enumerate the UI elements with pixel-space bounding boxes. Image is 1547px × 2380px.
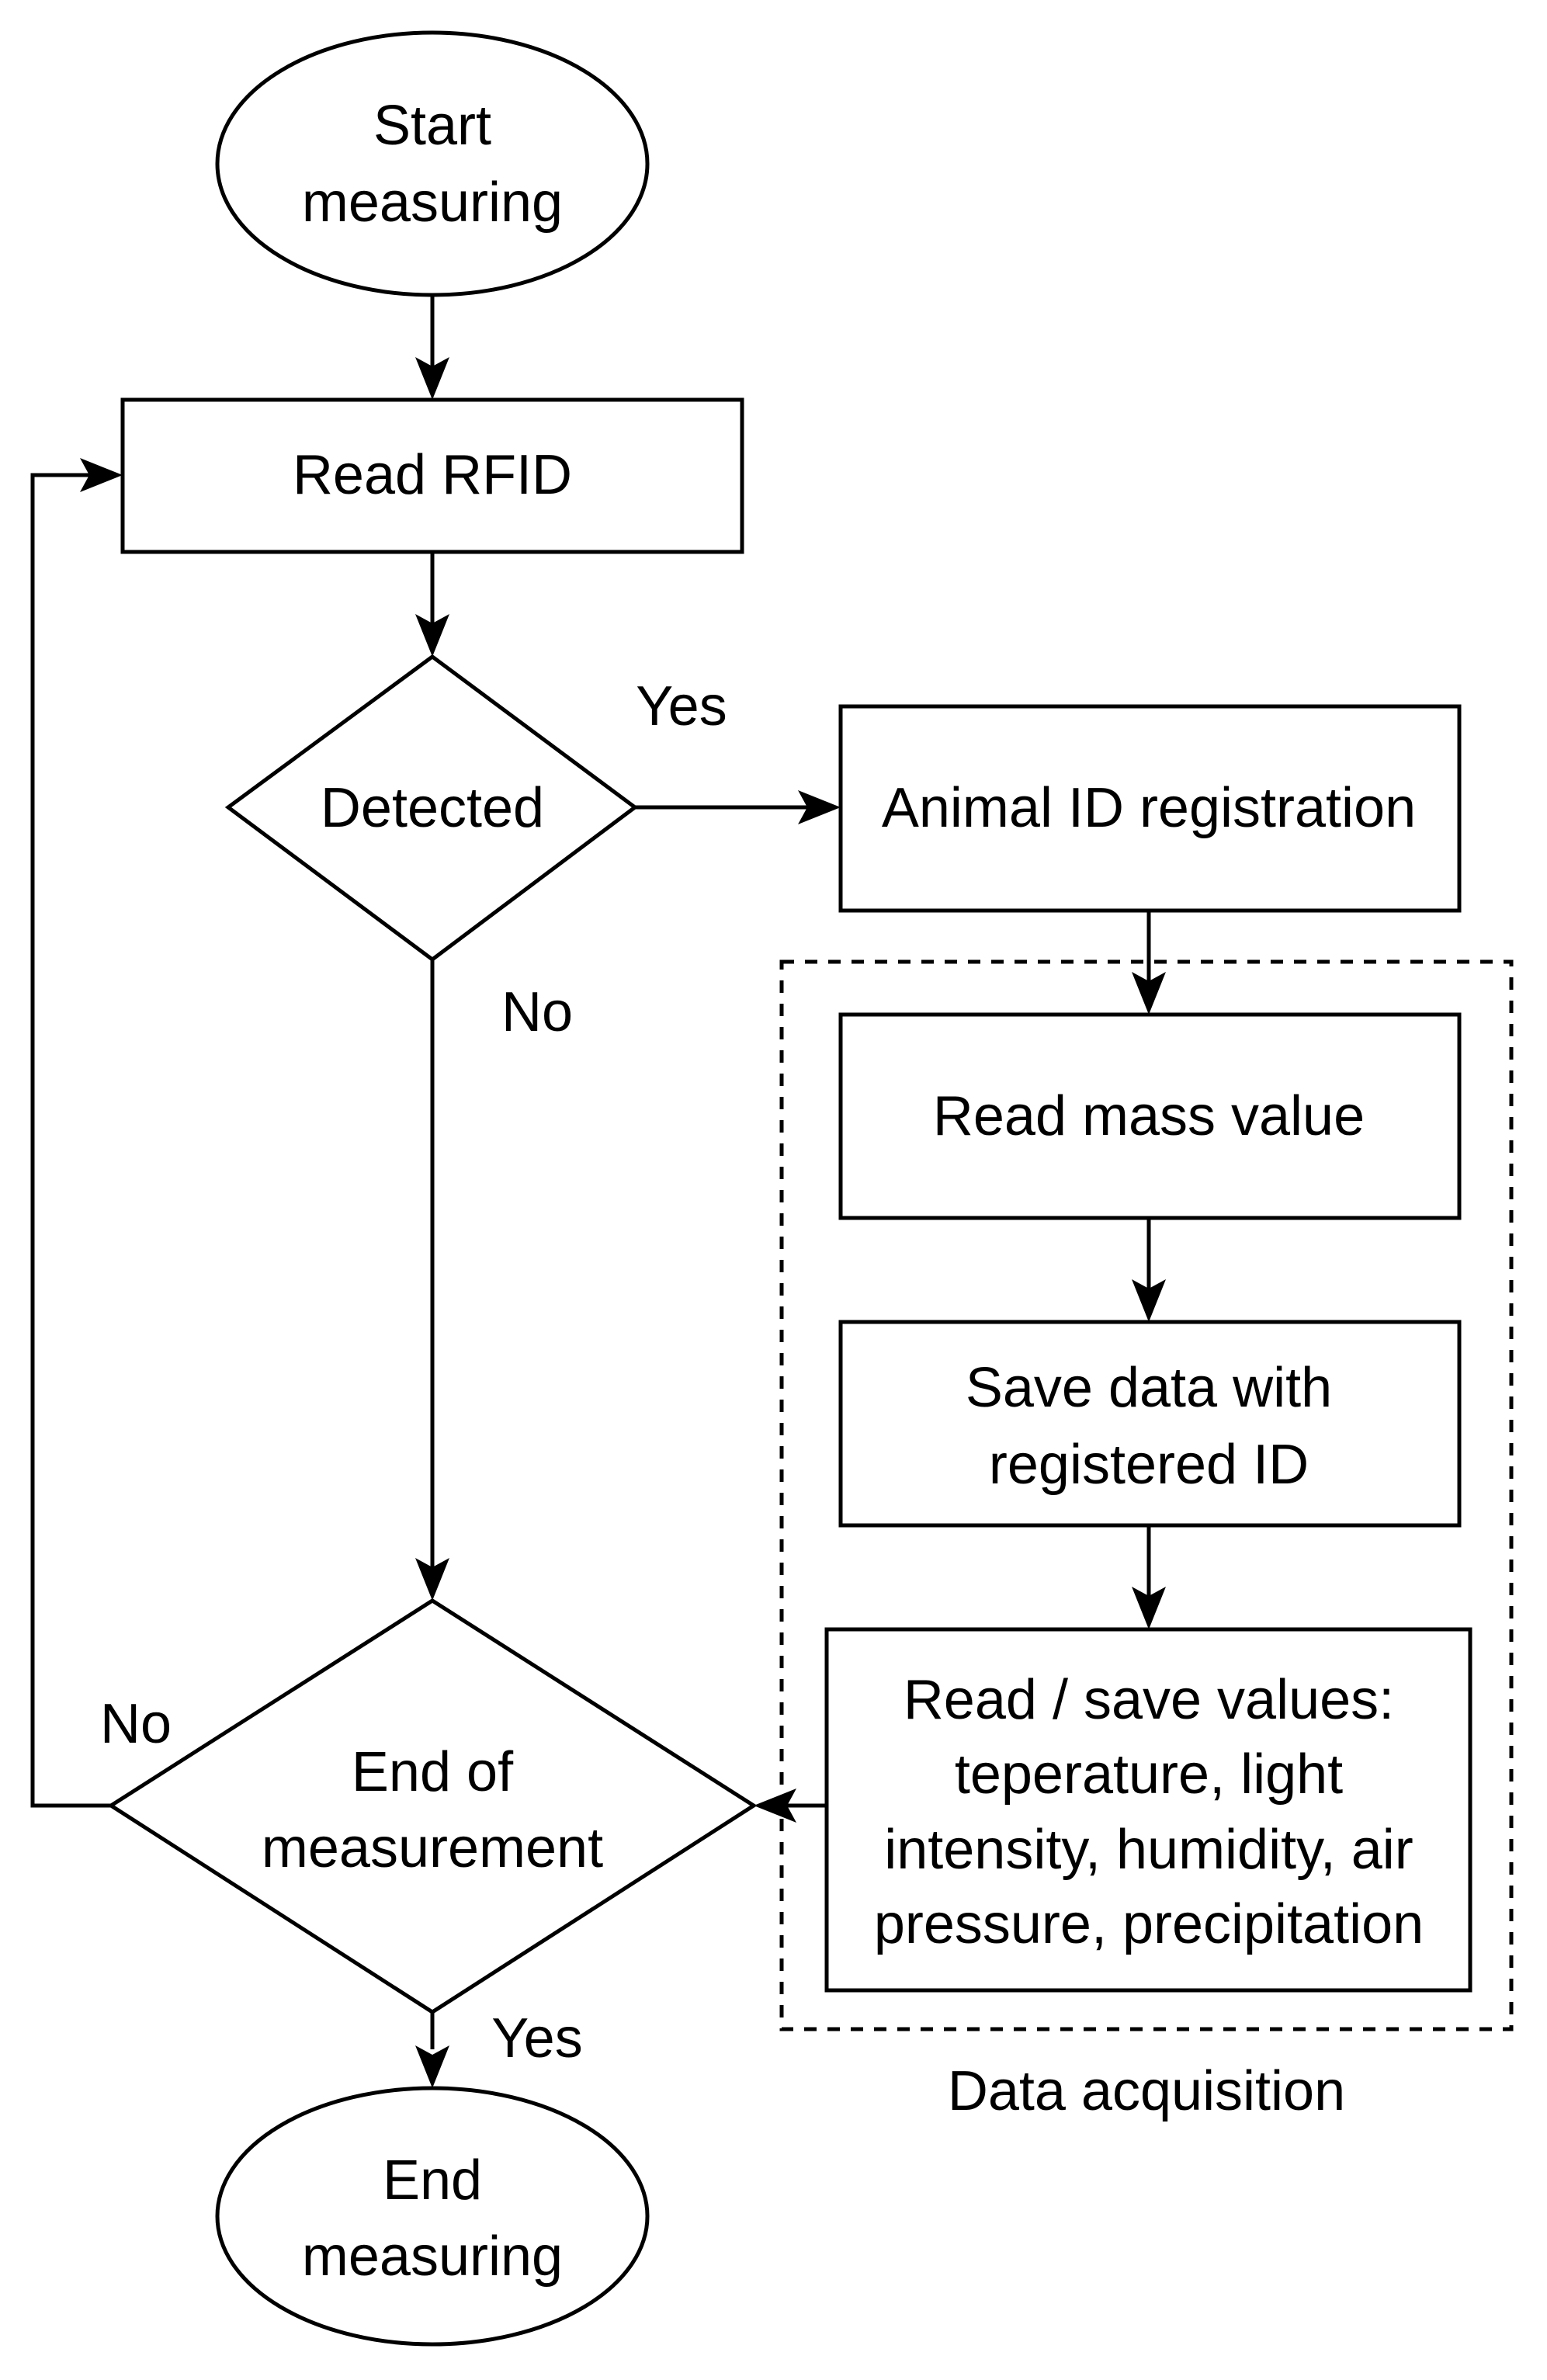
read-rfid-process: Read RFID	[120, 397, 744, 554]
detected-no-label: No	[501, 981, 573, 1043]
read-save-values-label-line2: teperature, light	[955, 1743, 1343, 1806]
animal-id-registration-process: Animal ID registration	[838, 704, 1462, 913]
end-label-line2: measuring	[302, 2226, 563, 2288]
arrowhead-into-read-save-values	[1132, 1587, 1166, 1629]
detected-label: Detected	[321, 777, 544, 839]
animal-id-label: Animal ID registration	[882, 777, 1416, 839]
arrowhead-into-save-data	[1132, 1279, 1166, 1322]
end-measuring-terminator: End measuring	[215, 2086, 650, 2347]
data-acquisition-group-label: Data acquisition	[948, 2060, 1345, 2122]
start-measuring-terminator: Start measuring	[215, 30, 650, 297]
arrowheads	[80, 357, 1166, 2088]
edges	[30, 295, 1151, 2049]
end-yes-label: Yes	[491, 2007, 582, 2069]
save-data-process: Save data with registered ID	[838, 1320, 1462, 1528]
arrowhead-into-read-rfid-left	[80, 458, 123, 492]
arrowhead-into-end	[415, 2045, 449, 2088]
data-acquisition-group-frame	[779, 959, 1514, 2031]
edge-end-of-measurement-no-loop	[30, 473, 111, 1808]
detected-decision: Detected	[224, 654, 639, 963]
read-mass-label: Read mass value	[933, 1085, 1365, 1147]
read-save-values-label-line1: Read / save values:	[904, 1669, 1394, 1731]
arrowhead-into-read-mass	[1132, 972, 1166, 1015]
read-save-values-process: Read / save values: teperature, light in…	[824, 1627, 1472, 1993]
end-of-measurement-label-line2: measurement	[262, 1817, 603, 1879]
end-of-measurement-label-line1: End of	[352, 1741, 514, 1803]
arrowhead-into-detected	[415, 614, 449, 657]
end-no-label: No	[100, 1693, 172, 1755]
read-save-values-label-line3: intensity, humidity, air	[884, 1819, 1413, 1881]
arrowhead-into-end-of-measurement-top	[415, 1558, 449, 1601]
end-label-line1: End	[383, 2149, 482, 2212]
read-rfid-label: Read RFID	[293, 444, 572, 506]
read-save-values-label-line4: pressure, precipitation	[874, 1893, 1424, 1955]
read-mass-value-process: Read mass value	[838, 1012, 1462, 1220]
arrowhead-into-animal-id	[798, 790, 841, 824]
end-of-measurement-decision: End of measurement	[107, 1598, 758, 2014]
detected-yes-label: Yes	[636, 675, 727, 737]
start-label-line2: measuring	[302, 172, 563, 234]
start-label-line1: Start	[373, 95, 491, 157]
save-data-label-line1: Save data with	[966, 1357, 1332, 1419]
save-data-label-line2: registered ID	[989, 1434, 1309, 1496]
arrowhead-into-read-rfid	[415, 357, 449, 400]
arrowhead-into-end-of-measurement-right	[754, 1788, 796, 1823]
